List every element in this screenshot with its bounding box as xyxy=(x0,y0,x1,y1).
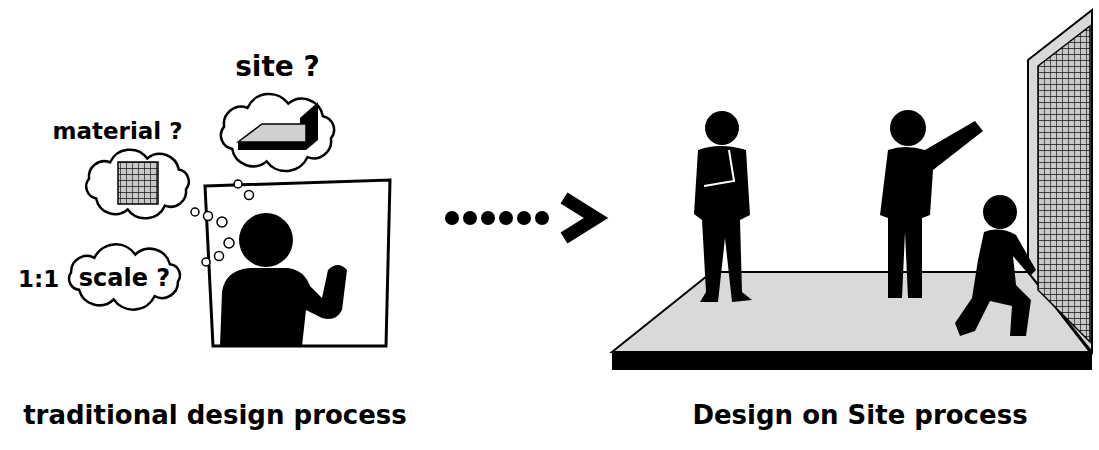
site-wall xyxy=(1028,10,1092,352)
bubble-shape xyxy=(221,94,334,171)
person-body xyxy=(955,230,1036,336)
person-head xyxy=(983,195,1017,229)
person-body xyxy=(694,146,752,302)
thought-dot xyxy=(215,252,224,261)
person-head xyxy=(705,111,739,145)
site-icon-wall xyxy=(300,102,318,150)
arrow-dot xyxy=(535,211,549,225)
thought-bubble: material ? xyxy=(80,150,195,218)
arrow-chevron xyxy=(564,198,596,238)
bubble-heading: site ? xyxy=(195,53,360,81)
wall-grid xyxy=(1038,26,1090,342)
arrow-dot xyxy=(499,211,513,225)
bubble-shape xyxy=(86,150,189,219)
drawing-board xyxy=(205,180,390,346)
site-icon-floor xyxy=(238,124,306,142)
thought-dot xyxy=(204,212,213,221)
arrow-dot xyxy=(445,211,459,225)
person-head xyxy=(239,213,293,267)
person-body xyxy=(220,265,347,346)
bubble-outline xyxy=(80,150,195,218)
bubble-heading: 1:1 xyxy=(18,268,58,291)
thought-dot xyxy=(191,208,199,216)
thought-dot xyxy=(217,217,227,227)
person-arm xyxy=(704,150,734,186)
person-body xyxy=(880,121,983,298)
arrow-dot xyxy=(481,211,495,225)
caption: traditional design process xyxy=(0,402,465,428)
thought-bubble: site ? xyxy=(215,95,340,170)
bubble-text: scale ? xyxy=(62,266,187,290)
thought-dot xyxy=(224,238,234,248)
site-icon-base xyxy=(238,142,306,150)
thought-dot xyxy=(234,180,242,188)
person-head xyxy=(890,110,926,146)
thought-dot xyxy=(202,258,210,266)
floor-base xyxy=(612,352,1092,370)
caption: Design on Site process xyxy=(610,402,1099,428)
arrow-dot xyxy=(517,211,531,225)
bubble-heading: material ? xyxy=(30,120,205,143)
thought-bubble: 1:1scale ? xyxy=(62,246,187,308)
bubble-outline xyxy=(215,95,340,170)
thought-dot xyxy=(245,191,254,200)
arrow-dot xyxy=(463,211,477,225)
material-icon xyxy=(118,162,158,204)
